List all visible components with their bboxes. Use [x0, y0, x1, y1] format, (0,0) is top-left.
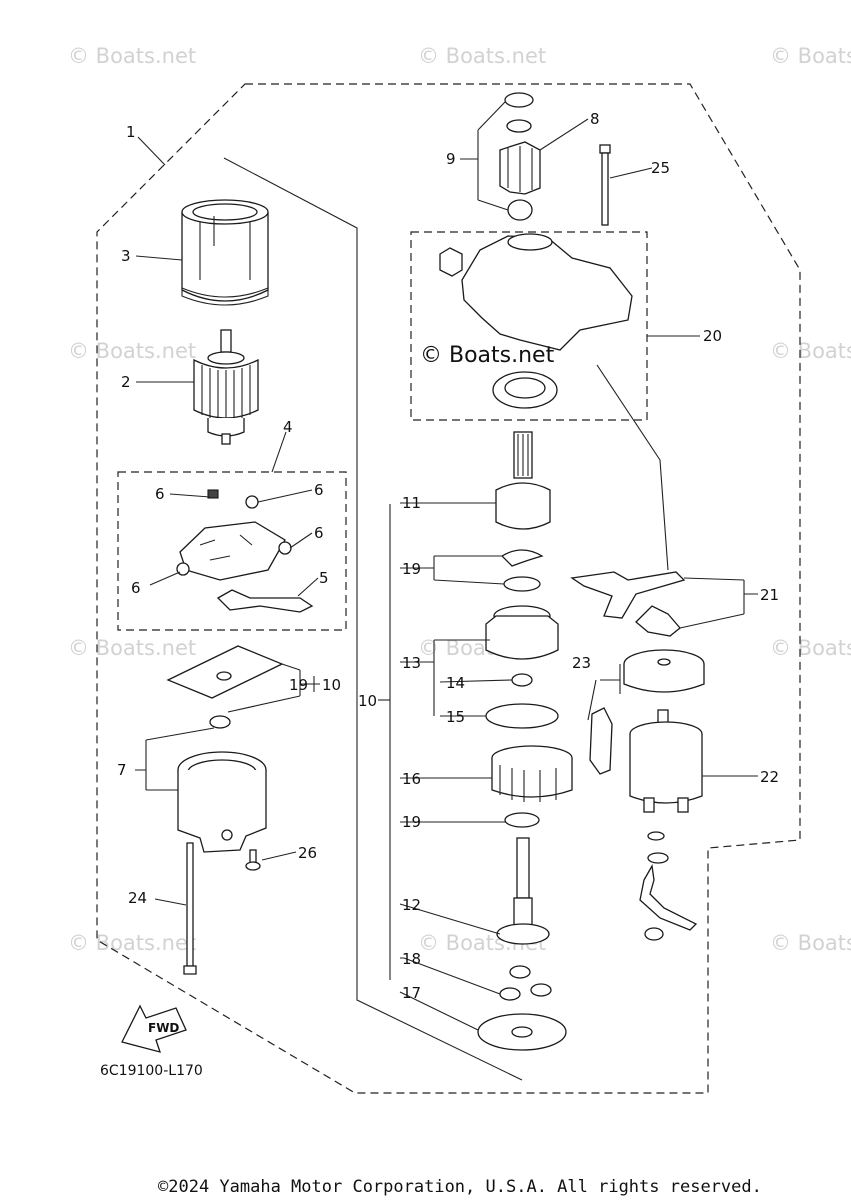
washer-part — [504, 812, 540, 828]
callout-8: 8 — [590, 110, 600, 128]
leader-lines — [135, 101, 758, 1031]
callout-1: 1 — [126, 123, 136, 141]
front-bracket-box — [410, 231, 648, 421]
solenoid-part — [629, 709, 703, 813]
watermark-text: © Boats.net — [770, 339, 851, 363]
callout-13: 13 — [402, 654, 421, 672]
rear-cover-part — [177, 751, 267, 853]
screw-part — [245, 849, 261, 871]
assembly-boundary — [96, 83, 801, 1094]
watermark-text: © Boats.net — [770, 44, 851, 68]
fwd-arrow: FWD — [121, 1004, 187, 1053]
callout-14: 14 — [446, 674, 465, 692]
watermark-text: © Boats.net — [68, 339, 196, 363]
watermark-text: © Boats.net — [770, 931, 851, 955]
axis-line — [596, 364, 669, 571]
callout-25: 25 — [651, 159, 670, 177]
watermark-text: © Boats.net — [770, 636, 851, 660]
callout-10-bracket: 10 — [322, 676, 341, 694]
callout-11: 11 — [402, 494, 421, 512]
brush-holder-part — [176, 489, 314, 613]
callout-21: 21 — [760, 586, 779, 604]
callout-7: 7 — [117, 761, 127, 779]
plate-17-part — [477, 1013, 567, 1051]
callout-20: 20 — [703, 327, 722, 345]
callout-9: 9 — [446, 150, 456, 168]
callout-6: 6 — [314, 481, 324, 499]
callout-12: 12 — [402, 896, 421, 914]
callout-15: 15 — [446, 708, 465, 726]
lead-wire-part — [639, 831, 698, 941]
callout-3: 3 — [121, 247, 131, 265]
gear-housing-part — [485, 605, 559, 729]
front-bracket-part: © Boats.net — [420, 233, 633, 409]
diagram-code: 6C19100-L170 — [100, 1063, 203, 1079]
armature-part — [193, 329, 259, 445]
brush-holder-box — [117, 471, 347, 631]
fwd-label: FWD — [148, 1021, 179, 1035]
callout-23: 23 — [572, 654, 591, 672]
callout-6: 6 — [314, 524, 324, 542]
lever-part — [570, 571, 686, 637]
callout-2: 2 — [121, 373, 131, 391]
terminal-plate-part — [589, 707, 613, 775]
callout-24: 24 — [128, 889, 147, 907]
through-bolt-part — [183, 842, 197, 975]
planet-gears-part — [499, 965, 552, 1001]
callout-22: 22 — [760, 768, 779, 786]
callout-26: 26 — [298, 844, 317, 862]
watermark-text: © Boats.net — [68, 44, 196, 68]
callout-5: 5 — [319, 569, 329, 587]
callout-10: 10 — [358, 692, 377, 710]
clip-washer — [500, 549, 544, 592]
callout-16: 16 — [402, 770, 421, 788]
watermark-text: © Boats.net — [418, 44, 546, 68]
pinion-group — [499, 92, 541, 221]
callout-6: 6 — [155, 485, 165, 503]
solenoid-cap-part — [623, 649, 705, 693]
watermark-center: © Boats.net — [420, 343, 555, 368]
callout-19: 19 — [402, 560, 421, 578]
watermark-group: © Boats.net © Boats.net © Boats.net © Bo… — [68, 44, 851, 955]
copyright-notice: ©2024 Yamaha Motor Corporation, U.S.A. A… — [158, 1177, 762, 1197]
long-bolt-part — [599, 144, 611, 226]
internal-gear-part — [491, 745, 573, 802]
planet-shaft-part — [496, 837, 550, 945]
callout-19: 19 — [402, 813, 421, 831]
callout-17: 17 — [402, 984, 421, 1002]
callout-6: 6 — [131, 579, 141, 597]
watermark-text: © Boats.net — [68, 931, 196, 955]
callout-labels: 1 2 3 4 5 6 6 6 6 7 8 9 10 10 11 12 13 1… — [117, 110, 779, 1002]
callout-19: 19 — [289, 676, 308, 694]
shaft-part — [495, 431, 551, 530]
callout-18: 18 — [402, 950, 421, 968]
yoke-part — [181, 199, 269, 306]
watermark-text: © Boats.net — [68, 636, 196, 660]
axis-line — [223, 157, 523, 1081]
callout-4: 4 — [283, 418, 293, 436]
